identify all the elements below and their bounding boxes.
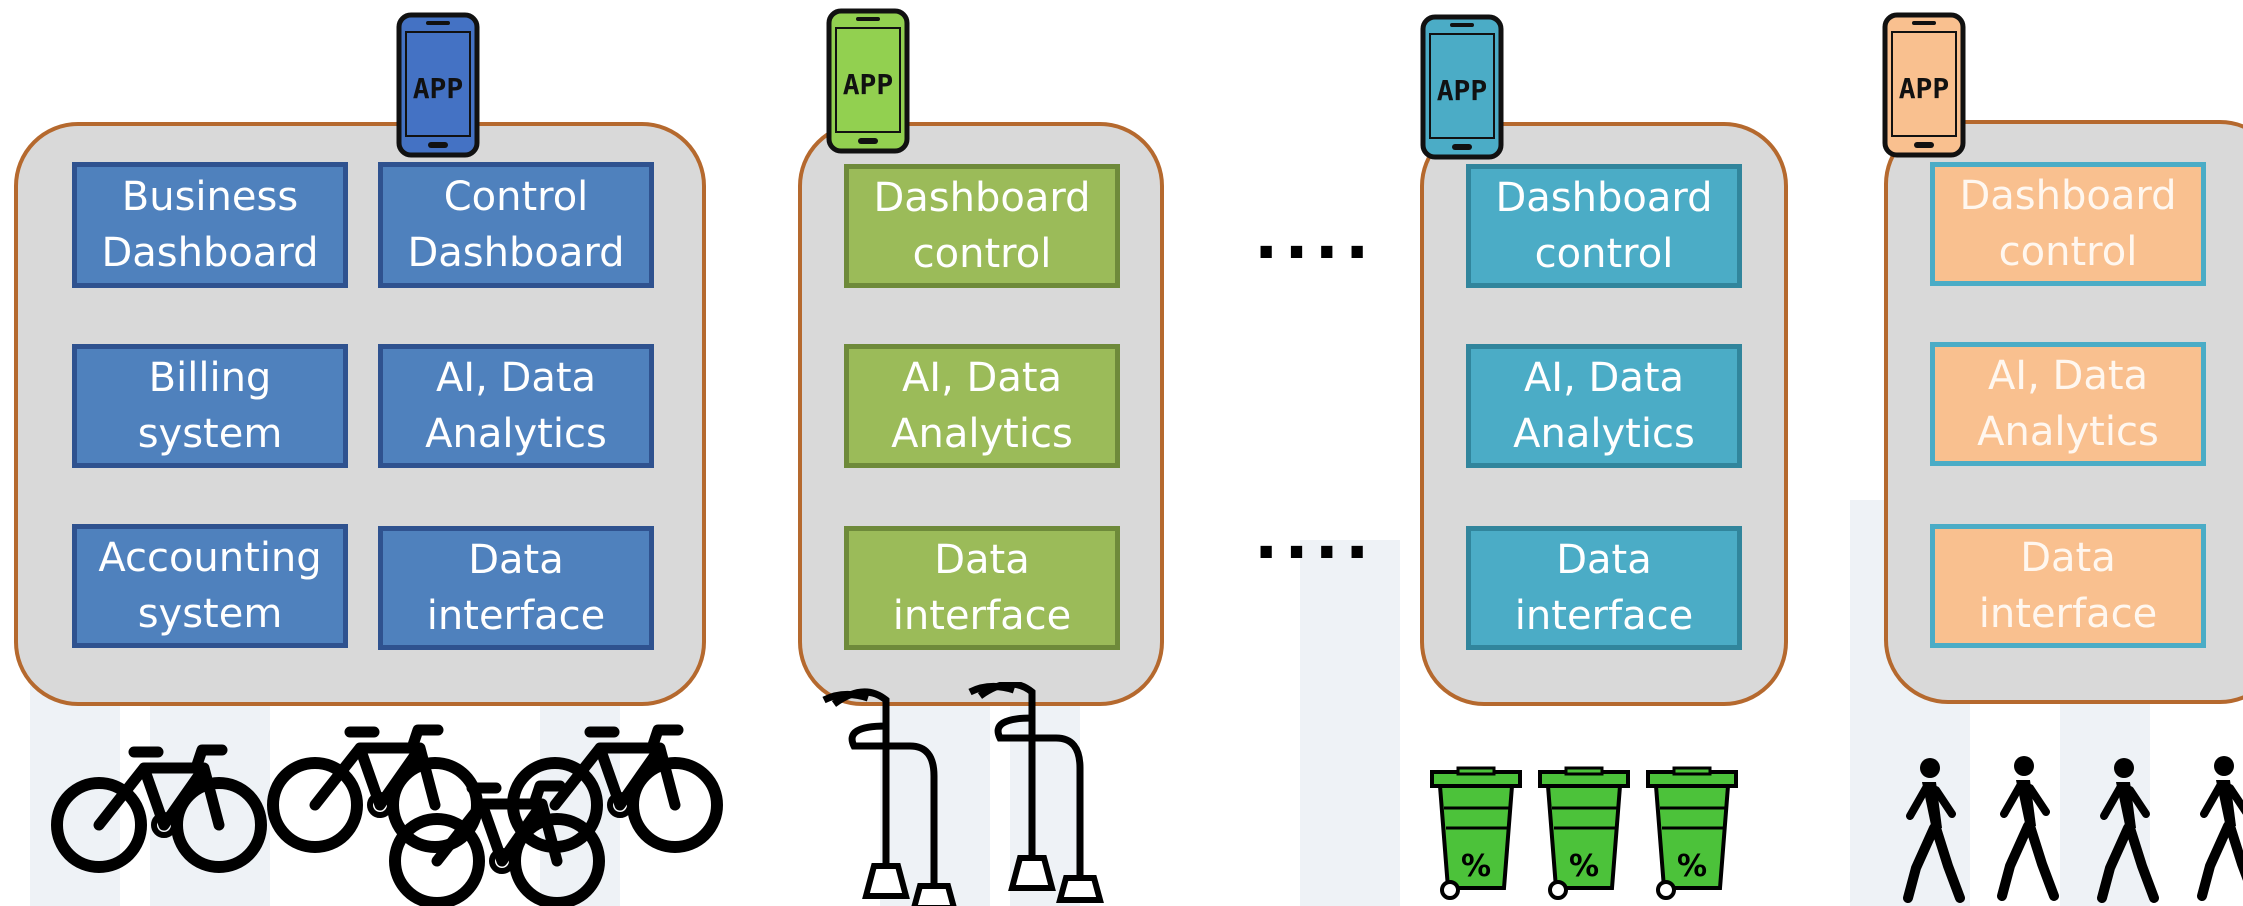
data-interface-box: Data interface [1930, 524, 2206, 648]
data-interface-box: Data interface [1466, 526, 1742, 650]
walking-person-icon [2102, 758, 2154, 898]
walking-person-icon [2002, 756, 2054, 896]
street-lamps-group [820, 682, 1150, 906]
dashboard-control-box: Dashboard control [844, 164, 1120, 288]
ai-data-analytics-box: AI, Data Analytics [1466, 344, 1742, 468]
trash-bin-icon [1538, 766, 1630, 900]
billing-system-box: Billing system [72, 344, 348, 468]
street-lamp-icon [824, 692, 954, 906]
bicycle-icon [57, 750, 261, 867]
ellipsis-bottom: .... [1254, 500, 1376, 574]
trash-bin-icon [1646, 766, 1738, 900]
bicycles-group [40, 700, 740, 906]
waste-bins-group: % [1430, 766, 1738, 900]
accounting-system-box: Accounting system [72, 524, 348, 648]
app-phone-icon: APP [1882, 12, 1966, 158]
dashboard-control-box: Dashboard control [1930, 162, 2206, 286]
app-phone-icon: APP [396, 12, 480, 158]
ai-data-analytics-box: AI, Data Analytics [378, 344, 654, 468]
data-interface-box: Data interface [378, 526, 654, 650]
pedestrians-group [1896, 746, 2243, 906]
ellipsis-top: .... [1254, 200, 1376, 274]
app-label: APP [1899, 72, 1950, 105]
street-lamp-icon [970, 684, 1100, 900]
business-dashboard-box: Business Dashboard [72, 162, 348, 288]
data-interface-box: Data interface [844, 526, 1120, 650]
walking-person-icon [1908, 758, 1960, 898]
dashboard-control-box: Dashboard control [1466, 164, 1742, 288]
trash-bin-icon [1430, 766, 1522, 900]
app-phone-icon: APP [1420, 14, 1504, 160]
ai-data-analytics-box: AI, Data Analytics [844, 344, 1120, 468]
app-label: APP [843, 68, 894, 101]
control-dashboard-box: Control Dashboard [378, 162, 654, 288]
bicycle-icon [273, 730, 477, 847]
ai-data-analytics-box: AI, Data Analytics [1930, 342, 2206, 466]
walking-person-icon [2202, 756, 2243, 896]
app-label: APP [413, 72, 464, 105]
app-phone-icon: APP [826, 8, 910, 154]
app-label: APP [1437, 74, 1488, 107]
